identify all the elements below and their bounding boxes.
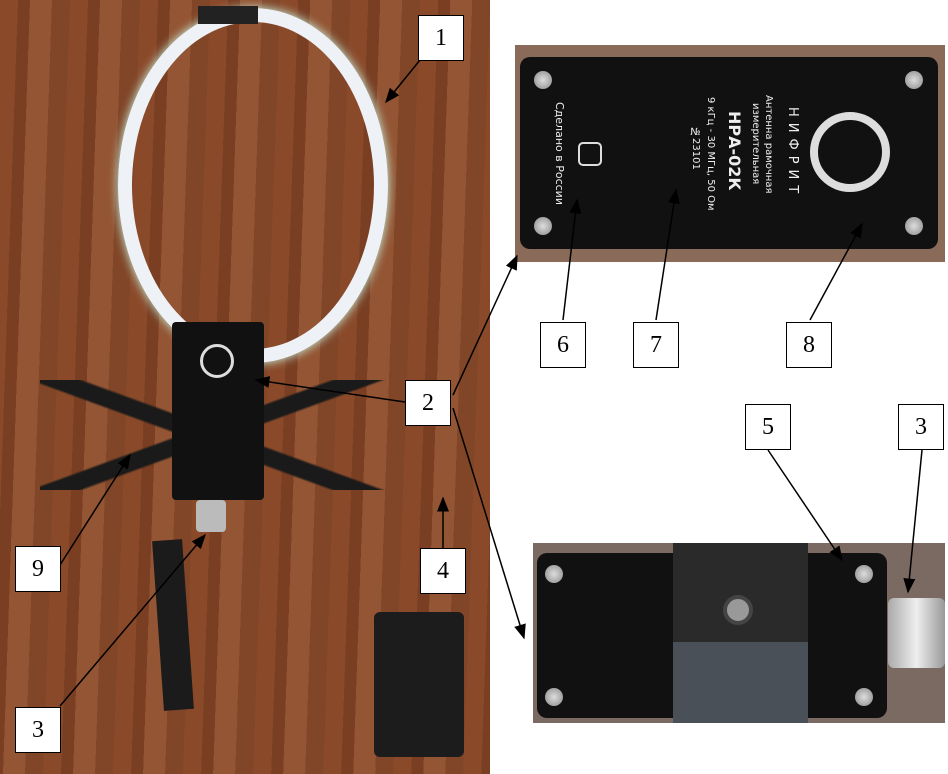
certification-icon bbox=[578, 142, 602, 166]
jack-socket bbox=[723, 595, 753, 625]
callout-label-9: 9 bbox=[15, 546, 61, 592]
adapter-block bbox=[673, 543, 808, 723]
ring-tape bbox=[198, 6, 258, 24]
connector bbox=[196, 500, 226, 532]
callout-label-5: 5 bbox=[745, 404, 791, 450]
plate-line2: измерительная bbox=[750, 103, 761, 185]
plate-spec: 9 кГц - 30 МГц, 50 Ом bbox=[705, 97, 716, 211]
battery-module bbox=[374, 612, 464, 757]
callout-label-3-right: 3 bbox=[898, 404, 944, 450]
plate-line1: Антенна рамочная bbox=[763, 95, 774, 194]
antenna-main-unit bbox=[172, 322, 264, 500]
callout-label-6: 6 bbox=[540, 322, 586, 368]
callout-label-1: 1 bbox=[418, 15, 464, 61]
brand-text: НИФРИТ bbox=[785, 107, 800, 200]
plate-closeup-photo: НИФРИТ Антенна рамочная измерительная НР… bbox=[515, 45, 945, 262]
callout-label-4: 4 bbox=[420, 548, 466, 594]
handle bbox=[152, 539, 194, 711]
callout-label-7: 7 bbox=[633, 322, 679, 368]
logo-icon bbox=[200, 344, 234, 378]
callout-label-3-left: 3 bbox=[15, 707, 61, 753]
callout-label-8: 8 bbox=[786, 322, 832, 368]
plate-serial: №23101 bbox=[690, 127, 701, 170]
loop-ring bbox=[118, 8, 388, 363]
connector-closeup-photo bbox=[533, 543, 945, 723]
nifrit-logo-icon bbox=[810, 112, 890, 192]
plate-made-in: Сделано в России bbox=[553, 102, 566, 205]
plate-model: НРА-02К bbox=[725, 111, 744, 191]
callout-label-2: 2 bbox=[405, 380, 451, 426]
n-connector bbox=[888, 598, 945, 668]
